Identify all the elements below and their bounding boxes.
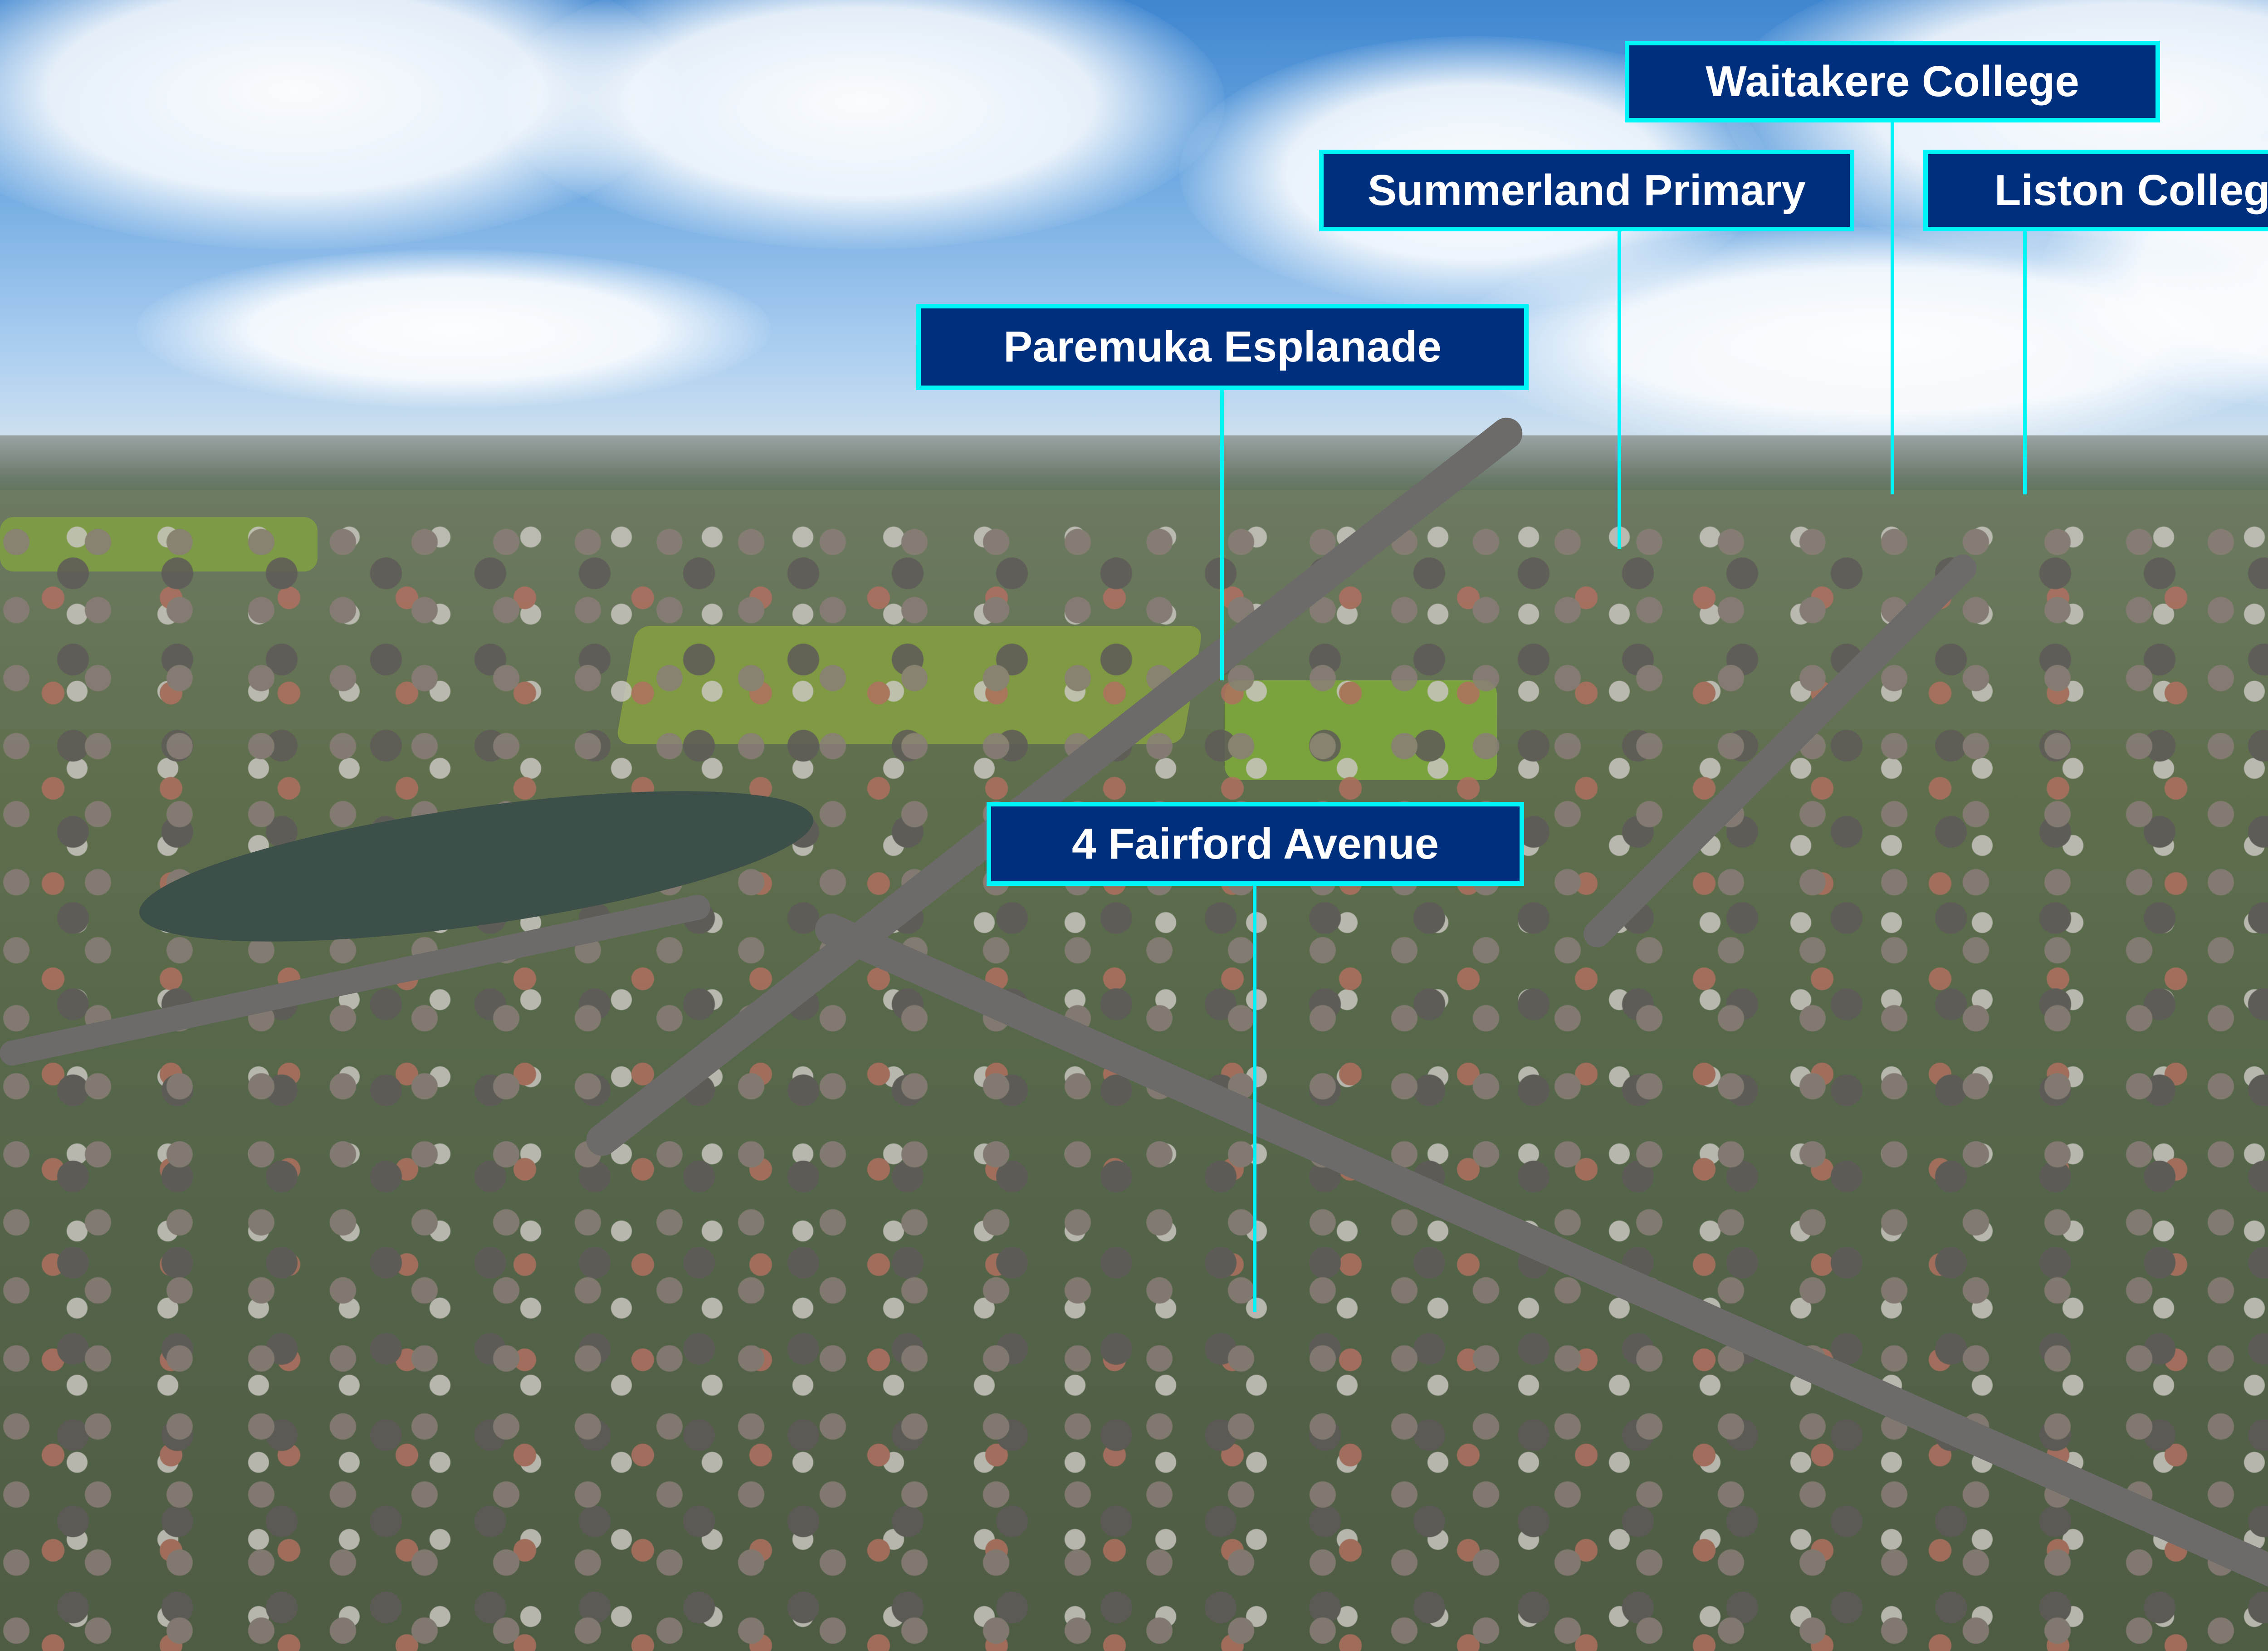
- label-paremuka-esplanade: Paremuka Esplanade: [916, 304, 1529, 390]
- leader-line-liston-college: [2023, 231, 2027, 494]
- label-summerland-primary: Summerland Primary: [1319, 150, 1854, 231]
- cloud: [499, 0, 1225, 249]
- leader-line-waitakere-college: [1891, 122, 1894, 494]
- leader-line-summerland-primary: [1618, 231, 1621, 549]
- label-subject-property: 4 Fairford Avenue: [987, 802, 1524, 886]
- cloud: [136, 249, 771, 408]
- label-waitakere-college: Waitakere College: [1625, 41, 2160, 122]
- leader-line-paremuka-esplanade: [1220, 390, 1224, 680]
- houses: [0, 522, 2268, 1651]
- horizon-hills: [0, 435, 2268, 499]
- leader-line-subject-property: [1253, 886, 1256, 1312]
- label-liston-college: Liston College: [1923, 150, 2268, 231]
